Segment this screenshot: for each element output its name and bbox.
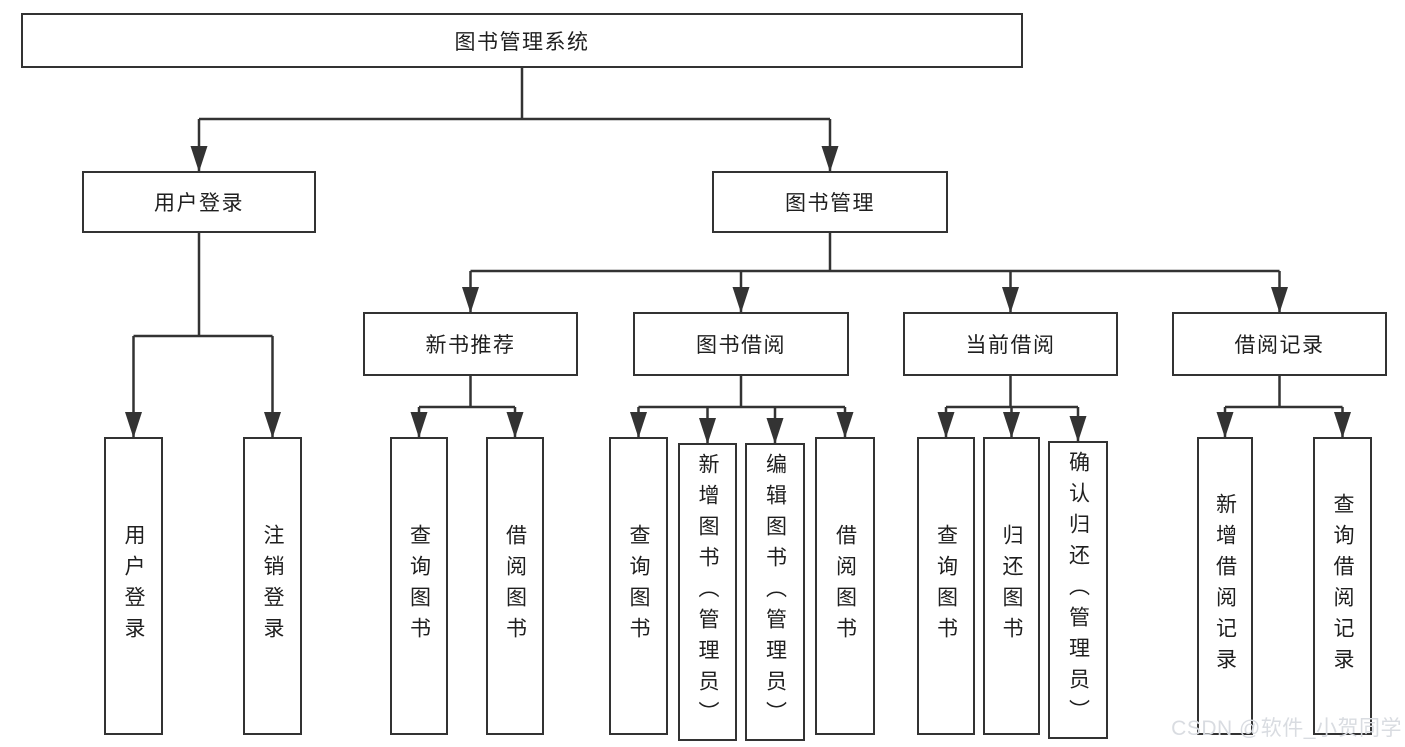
- node-label: 注销登录: [261, 524, 284, 648]
- node-label: 新增图书（管理员）: [696, 452, 719, 732]
- node-label: 用户登录: [154, 192, 244, 215]
- node-label: 用户登录: [122, 524, 145, 648]
- node-book-borrowing: 图书借阅: [633, 312, 849, 376]
- leaf-query-books: 查询图书: [917, 437, 975, 735]
- leaf-query-borrow-record: 查询借阅记录: [1313, 437, 1372, 735]
- node-label: 图书管理系统: [454, 30, 590, 54]
- node-label: 归还图书: [1000, 524, 1023, 648]
- node-label: 借阅图书: [503, 524, 527, 648]
- node-label: 借阅记录: [1234, 334, 1325, 357]
- node-root-book-management-system: 图书管理系统: [21, 13, 1023, 68]
- node-label: 图书管理: [785, 192, 875, 215]
- node-label: 借阅图书: [833, 524, 857, 648]
- node-label: 确认归还（管理员）: [1066, 450, 1090, 730]
- node-label: 当前借阅: [965, 334, 1056, 357]
- node-label: 查询图书: [934, 524, 958, 648]
- leaf-logout: 注销登录: [243, 437, 302, 735]
- node-label: 查询图书: [627, 524, 650, 648]
- leaf-borrow-books: 借阅图书: [486, 437, 544, 735]
- csdn-watermark: CSDN @软件_小贺同学: [1171, 717, 1402, 740]
- node-new-book-recommendation: 新书推荐: [363, 312, 578, 376]
- node-user-login: 用户登录: [82, 171, 316, 233]
- node-borrowing-records: 借阅记录: [1172, 312, 1387, 376]
- node-label: 查询借阅记录: [1331, 493, 1354, 679]
- leaf-return-books: 归还图书: [983, 437, 1040, 735]
- node-label: 编辑图书（管理员）: [763, 452, 787, 732]
- node-label: 新增借阅记录: [1213, 493, 1237, 679]
- leaf-query-books: 查询图书: [390, 437, 448, 735]
- leaf-query-books: 查询图书: [609, 437, 668, 735]
- node-label: 图书借阅: [696, 334, 786, 357]
- leaf-add-books-admin: 新增图书（管理员）: [678, 443, 737, 741]
- leaf-user-login: 用户登录: [104, 437, 163, 735]
- node-book-management: 图书管理: [712, 171, 948, 233]
- leaf-edit-books-admin: 编辑图书（管理员）: [745, 443, 805, 741]
- leaf-borrow-books: 借阅图书: [815, 437, 875, 735]
- node-current-borrowing: 当前借阅: [903, 312, 1118, 376]
- node-label: 查询图书: [407, 524, 431, 648]
- leaf-add-borrow-record: 新增借阅记录: [1197, 437, 1253, 735]
- node-label: 新书推荐: [425, 334, 516, 357]
- leaf-confirm-return-admin: 确认归还（管理员）: [1048, 441, 1108, 739]
- arrowheads: [125, 146, 1351, 444]
